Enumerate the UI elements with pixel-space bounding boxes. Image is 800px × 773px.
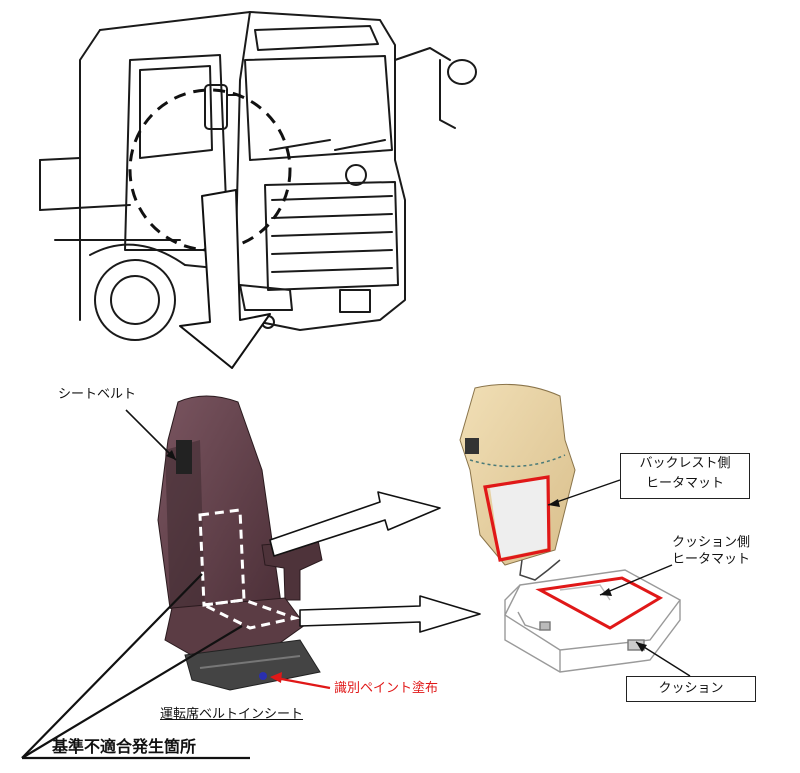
zoom-arrow: [179, 189, 271, 369]
cushion-heater-line-1: クッション側: [672, 535, 751, 550]
cushion-arrow: [299, 595, 481, 633]
cushion-heater-line-2: ヒータマット: [672, 552, 751, 567]
cushion-heater-label: クッション側 ヒータマット: [672, 534, 750, 568]
paint-leader: [275, 676, 331, 690]
seat-belt-label: シートベルト: [58, 387, 137, 402]
cushion-heater-mat: [535, 576, 664, 630]
paint-label: 識別ペイント塗布: [334, 681, 439, 696]
backrest-arrow: [269, 491, 441, 557]
nonconformity-leaders: [21, 573, 250, 760]
backrest-heater-line-1: バックレスト側: [639, 456, 731, 471]
cushion-label: クッション: [626, 676, 756, 702]
backrest-heater-label: バックレスト側 ヒータマット: [620, 453, 750, 499]
seat-name-label: 運転席ベルトインシート: [160, 707, 304, 722]
truck-illustration: [39, 11, 477, 341]
driver-seat: [157, 395, 323, 691]
backrest-heater-line-2: ヒータマット: [645, 476, 724, 491]
backrest-foam: [459, 383, 576, 581]
backrest-label-leader: [547, 479, 621, 506]
seat-belt-leader: [125, 409, 177, 461]
cushion-frame: [504, 569, 682, 673]
cushion-heater-leader: [599, 564, 673, 596]
paint-mark: [259, 672, 267, 680]
nonconformity-label: 基準不適合発生箇所: [52, 737, 197, 756]
